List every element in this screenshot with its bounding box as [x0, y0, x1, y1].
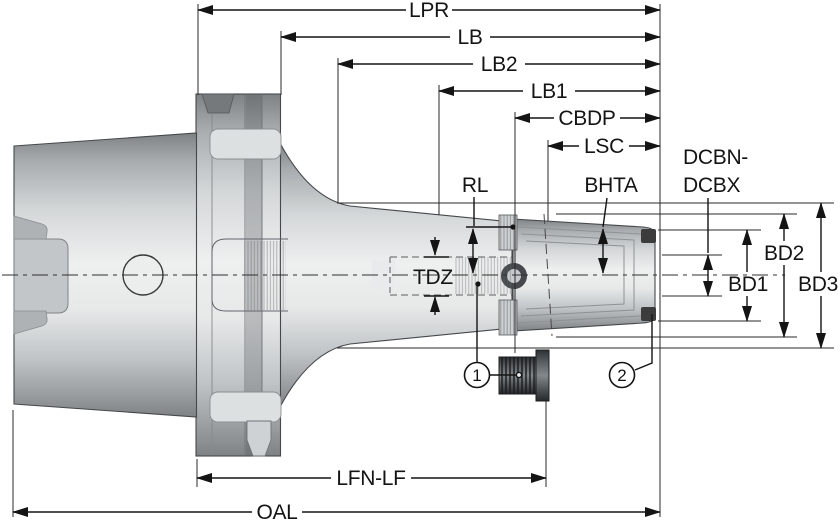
flange-pocket-bottom [209, 391, 282, 423]
dim-lb-label: LB [457, 26, 482, 49]
dim-cbdp-label: CBDP [558, 107, 615, 130]
rl-reference-dot [510, 224, 516, 230]
v-groove-slot-bottom [246, 420, 272, 457]
callout-1-circle [463, 361, 491, 389]
dim-lb1-label: LB1 [531, 80, 567, 103]
dim-dcbn-label-line1: DCBN- [683, 146, 748, 169]
dim-lpr-label: LPR [409, 0, 449, 22]
dim-dcbn-dcbx: DCBN- DCBX [683, 146, 749, 297]
tip-insert-top [641, 229, 656, 243]
dim-bd3: BD3 [798, 202, 838, 349]
dim-lpr: LPR [197, 0, 661, 22]
dim-oal-label: OAL [256, 501, 297, 521]
dim-rl: RL [462, 174, 516, 274]
dim-bd3-label: BD3 [798, 273, 838, 296]
tip-insert-bottom [641, 307, 656, 321]
dim-bd1: BD1 [728, 229, 768, 322]
dim-rl-label: RL [462, 174, 488, 197]
grip-notch-top [13, 215, 48, 240]
callout-1-anchor-dot [475, 281, 481, 287]
dim-lb1: LB1 [438, 80, 661, 103]
dim-dcbn-label-line2: DCBX [683, 174, 740, 197]
dim-tdz-label: TDZ [413, 266, 453, 289]
grip-recess [13, 238, 69, 314]
flange-pocket-top [209, 128, 282, 160]
collar-threads [498, 213, 553, 337]
dim-lb2: LB2 [337, 53, 661, 76]
screw-flange [535, 349, 550, 402]
callouts: 1 2 [463, 281, 653, 389]
dim-bhta: BHTA [584, 174, 638, 274]
dim-bhta-label: BHTA [584, 174, 638, 197]
dim-tdz: TDZ [413, 237, 454, 315]
grip-notch-bottom [13, 310, 48, 335]
dim-lb2-label: LB2 [481, 53, 517, 76]
dim-bd2-label: BD2 [764, 242, 804, 265]
dim-cbdp: CBDP [514, 107, 661, 130]
drive-key-notch-top [201, 93, 235, 114]
dim-oal: OAL [12, 501, 661, 521]
dim-bd1-label: BD1 [728, 273, 768, 296]
dim-lfn-lf: LFN-LF [196, 467, 547, 490]
callout-1-screw-dot [515, 371, 523, 379]
dim-lsc-label: LSC [584, 135, 624, 158]
dim-bd2: BD2 [764, 213, 804, 338]
dim-lfn-lf-label: LFN-LF [336, 467, 405, 490]
callout-1-number: 1 [472, 366, 481, 385]
dim-lb: LB [280, 26, 661, 49]
callout-2-number: 2 [617, 366, 626, 385]
callout-2-circle [608, 361, 636, 389]
dim-lsc: LSC [547, 135, 661, 158]
